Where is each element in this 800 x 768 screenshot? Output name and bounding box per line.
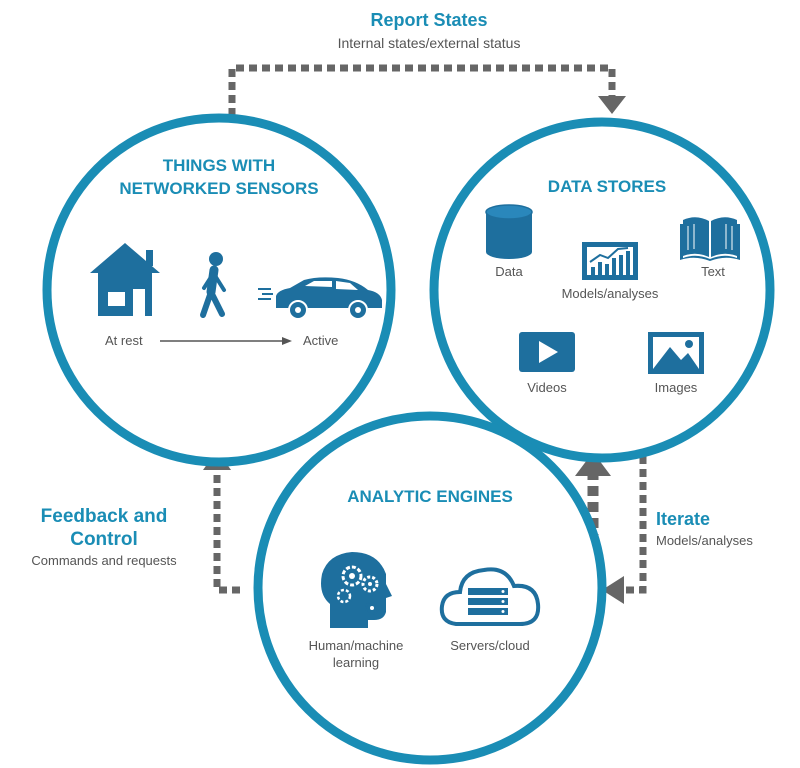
feedback-subtitle: Commands and requests (31, 553, 177, 568)
things-title-line2: NETWORKED SENSORS (119, 179, 318, 198)
book-icon (680, 217, 740, 261)
iterate-arrow (622, 456, 647, 594)
report-states-arrow (228, 64, 616, 116)
image-icon (648, 332, 704, 374)
videos-label: Videos (527, 380, 567, 395)
report-states-arrowhead (598, 96, 626, 114)
feedback-title-line1: Feedback and (41, 506, 168, 527)
iterate-arrowhead (602, 576, 624, 604)
data-label: Data (495, 264, 523, 279)
walking-person-icon (200, 252, 226, 318)
iterate-title: Iterate (656, 509, 710, 529)
analytic-circle (253, 411, 607, 765)
feedback-arrow (213, 468, 240, 594)
servers-cloud-label: Servers/cloud (450, 638, 529, 653)
text-label: Text (701, 264, 725, 279)
car-icon (258, 277, 382, 320)
cloud-server-icon (439, 567, 541, 626)
report-states-subtitle: Internal states/external status (338, 35, 521, 51)
things-title-line1: THINGS WITH (163, 156, 275, 175)
database-icon (485, 204, 533, 259)
chart-icon (582, 242, 638, 280)
brain-gears-icon (321, 552, 392, 628)
human-machine-label-line2: learning (333, 655, 379, 670)
analytic-to-datastore-arrowhead (575, 452, 611, 476)
feedback-title-line2: Control (70, 529, 138, 550)
images-label: Images (655, 380, 698, 395)
report-states-title: Report States (370, 10, 487, 30)
analytic-title: ANALYTIC ENGINES (347, 487, 513, 506)
at-rest-label: At rest (105, 333, 143, 348)
models-analyses-label: Models/analyses (562, 286, 659, 301)
human-machine-label-line1: Human/machine (309, 638, 404, 653)
things-circle (42, 113, 396, 467)
iterate-subtitle: Models/analyses (656, 533, 753, 548)
data-stores-title: DATA STORES (548, 177, 666, 196)
rest-to-active-arrow (160, 337, 292, 345)
active-label: Active (303, 333, 338, 348)
house-icon (90, 243, 160, 316)
video-icon (519, 332, 575, 372)
